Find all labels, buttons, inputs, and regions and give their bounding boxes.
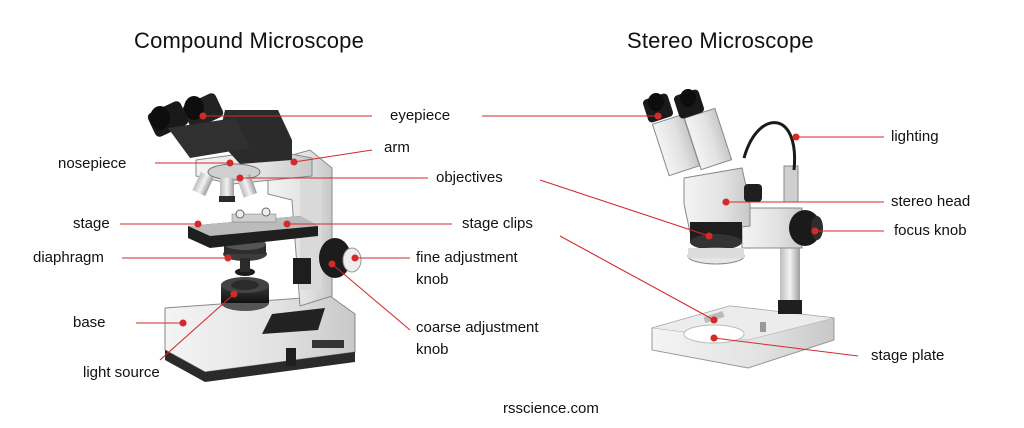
leader-stage-plate [713,337,859,357]
label-lighting: lighting [891,128,939,145]
compound-microscope-title: Compound Microscope [134,28,365,53]
leader-light-source [159,293,235,361]
leader-coarse-adjustment [331,263,411,331]
label-stereo-head: stereo head [891,193,971,210]
leader-lines [120,112,884,361]
label-stage: stage [73,215,110,232]
stereo-microscope-title: Stereo Microscope [627,28,814,53]
label-coarse-adjustment-line2: knob [416,341,449,358]
label-objectives: objectives [436,169,503,186]
label-focus-knob: focus knob [894,222,967,239]
label-stage-clips: stage clips [462,215,533,232]
label-diaphragm: diaphragm [33,249,104,266]
stereo-microscope-illustration [642,89,835,369]
light-source-part [221,277,269,311]
label-nosepiece: nosepiece [58,155,127,172]
leader-stereo-stage-clips [559,235,715,321]
lighting-cable [742,121,797,171]
footer-website: rsscience.com [503,400,599,417]
label-arm: arm [384,139,410,156]
label-coarse-adjustment: coarse adjustment knob [416,317,539,361]
label-eyepiece: eyepiece [390,107,451,124]
label-light-source: light source [83,364,160,381]
stereo-eyepiece-part [642,89,733,177]
leader-stereo-objectives [539,179,710,237]
label-coarse-adjustment-line1: coarse adjustment [416,319,539,336]
label-stage-plate: stage plate [871,347,945,364]
leader-arm [293,149,373,163]
label-fine-adjustment-line1: fine adjustment [416,249,518,266]
compound-microscope-illustration [147,93,362,382]
eyepiece-part [147,93,250,158]
label-fine-adjustment: fine adjustment knob [416,247,518,291]
label-fine-adjustment-line2: knob [416,271,449,288]
label-base: base [73,314,106,331]
